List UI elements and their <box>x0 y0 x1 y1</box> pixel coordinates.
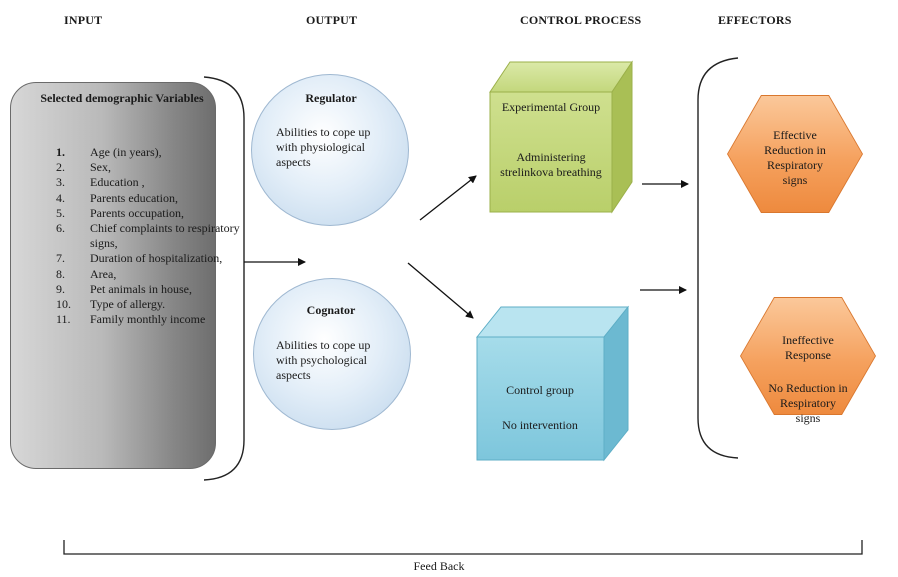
variable-list: 1.Age (in years), 2.Sex, 3.Education , 4… <box>56 145 240 327</box>
variable-item: 5.Parents occupation, <box>56 205 184 220</box>
arrow-to-control <box>407 262 474 319</box>
header-control-process: CONTROL PROCESS <box>520 13 642 27</box>
control-group-text: No intervention <box>502 418 578 432</box>
cognator-title: Cognator <box>306 303 356 317</box>
input-bracket <box>203 76 245 481</box>
cognator-circle <box>253 278 411 430</box>
input-title: Selected demographic Variables <box>40 91 204 105</box>
experimental-cube <box>489 60 633 214</box>
variable-item: 11.Family monthly income <box>56 312 206 327</box>
variable-item: 2.Sex, <box>56 160 111 175</box>
regulator-title: Regulator <box>305 91 357 105</box>
effectors-bracket <box>697 57 739 459</box>
control-cube <box>475 305 630 462</box>
variable-item: 10.Type of allergy. <box>56 297 166 312</box>
feedback-label: Feed Back <box>413 559 465 573</box>
effective-text: Effective Reduction in Respiratory signs <box>764 128 826 187</box>
feedback-line <box>63 540 863 555</box>
control-group-title: Control group <box>506 383 574 397</box>
input-box <box>10 82 216 469</box>
arrow-to-experimental <box>419 175 477 221</box>
ineffective-title: Ineffective Response <box>782 333 834 362</box>
regulator-text: Abilities to cope up with physiological … <box>276 125 371 169</box>
variable-item: 3.Education , <box>56 175 145 190</box>
experimental-text: Administering strelinkova breathing <box>500 150 602 179</box>
variable-item: 6.Chief complaints to respiratory signs, <box>56 221 240 251</box>
header-effectors: EFFECTORS <box>718 13 792 27</box>
header-input: INPUT <box>64 13 103 27</box>
variable-item: 9.Pet animals in house, <box>56 281 192 296</box>
variable-item: 4.Parents education, <box>56 190 178 205</box>
variable-item: 8.Area, <box>56 266 117 281</box>
cognator-text: Abilities to cope up with psychological … <box>276 338 371 382</box>
experimental-title: Experimental Group <box>501 100 601 114</box>
ineffective-text: No Reduction in Respiratory signs <box>768 381 848 425</box>
variable-item: 7.Duration of hospitalization, <box>56 251 223 266</box>
variable-item: 1.Age (in years), <box>56 145 162 159</box>
regulator-circle <box>251 74 409 226</box>
header-output: OUTPUT <box>306 13 358 27</box>
